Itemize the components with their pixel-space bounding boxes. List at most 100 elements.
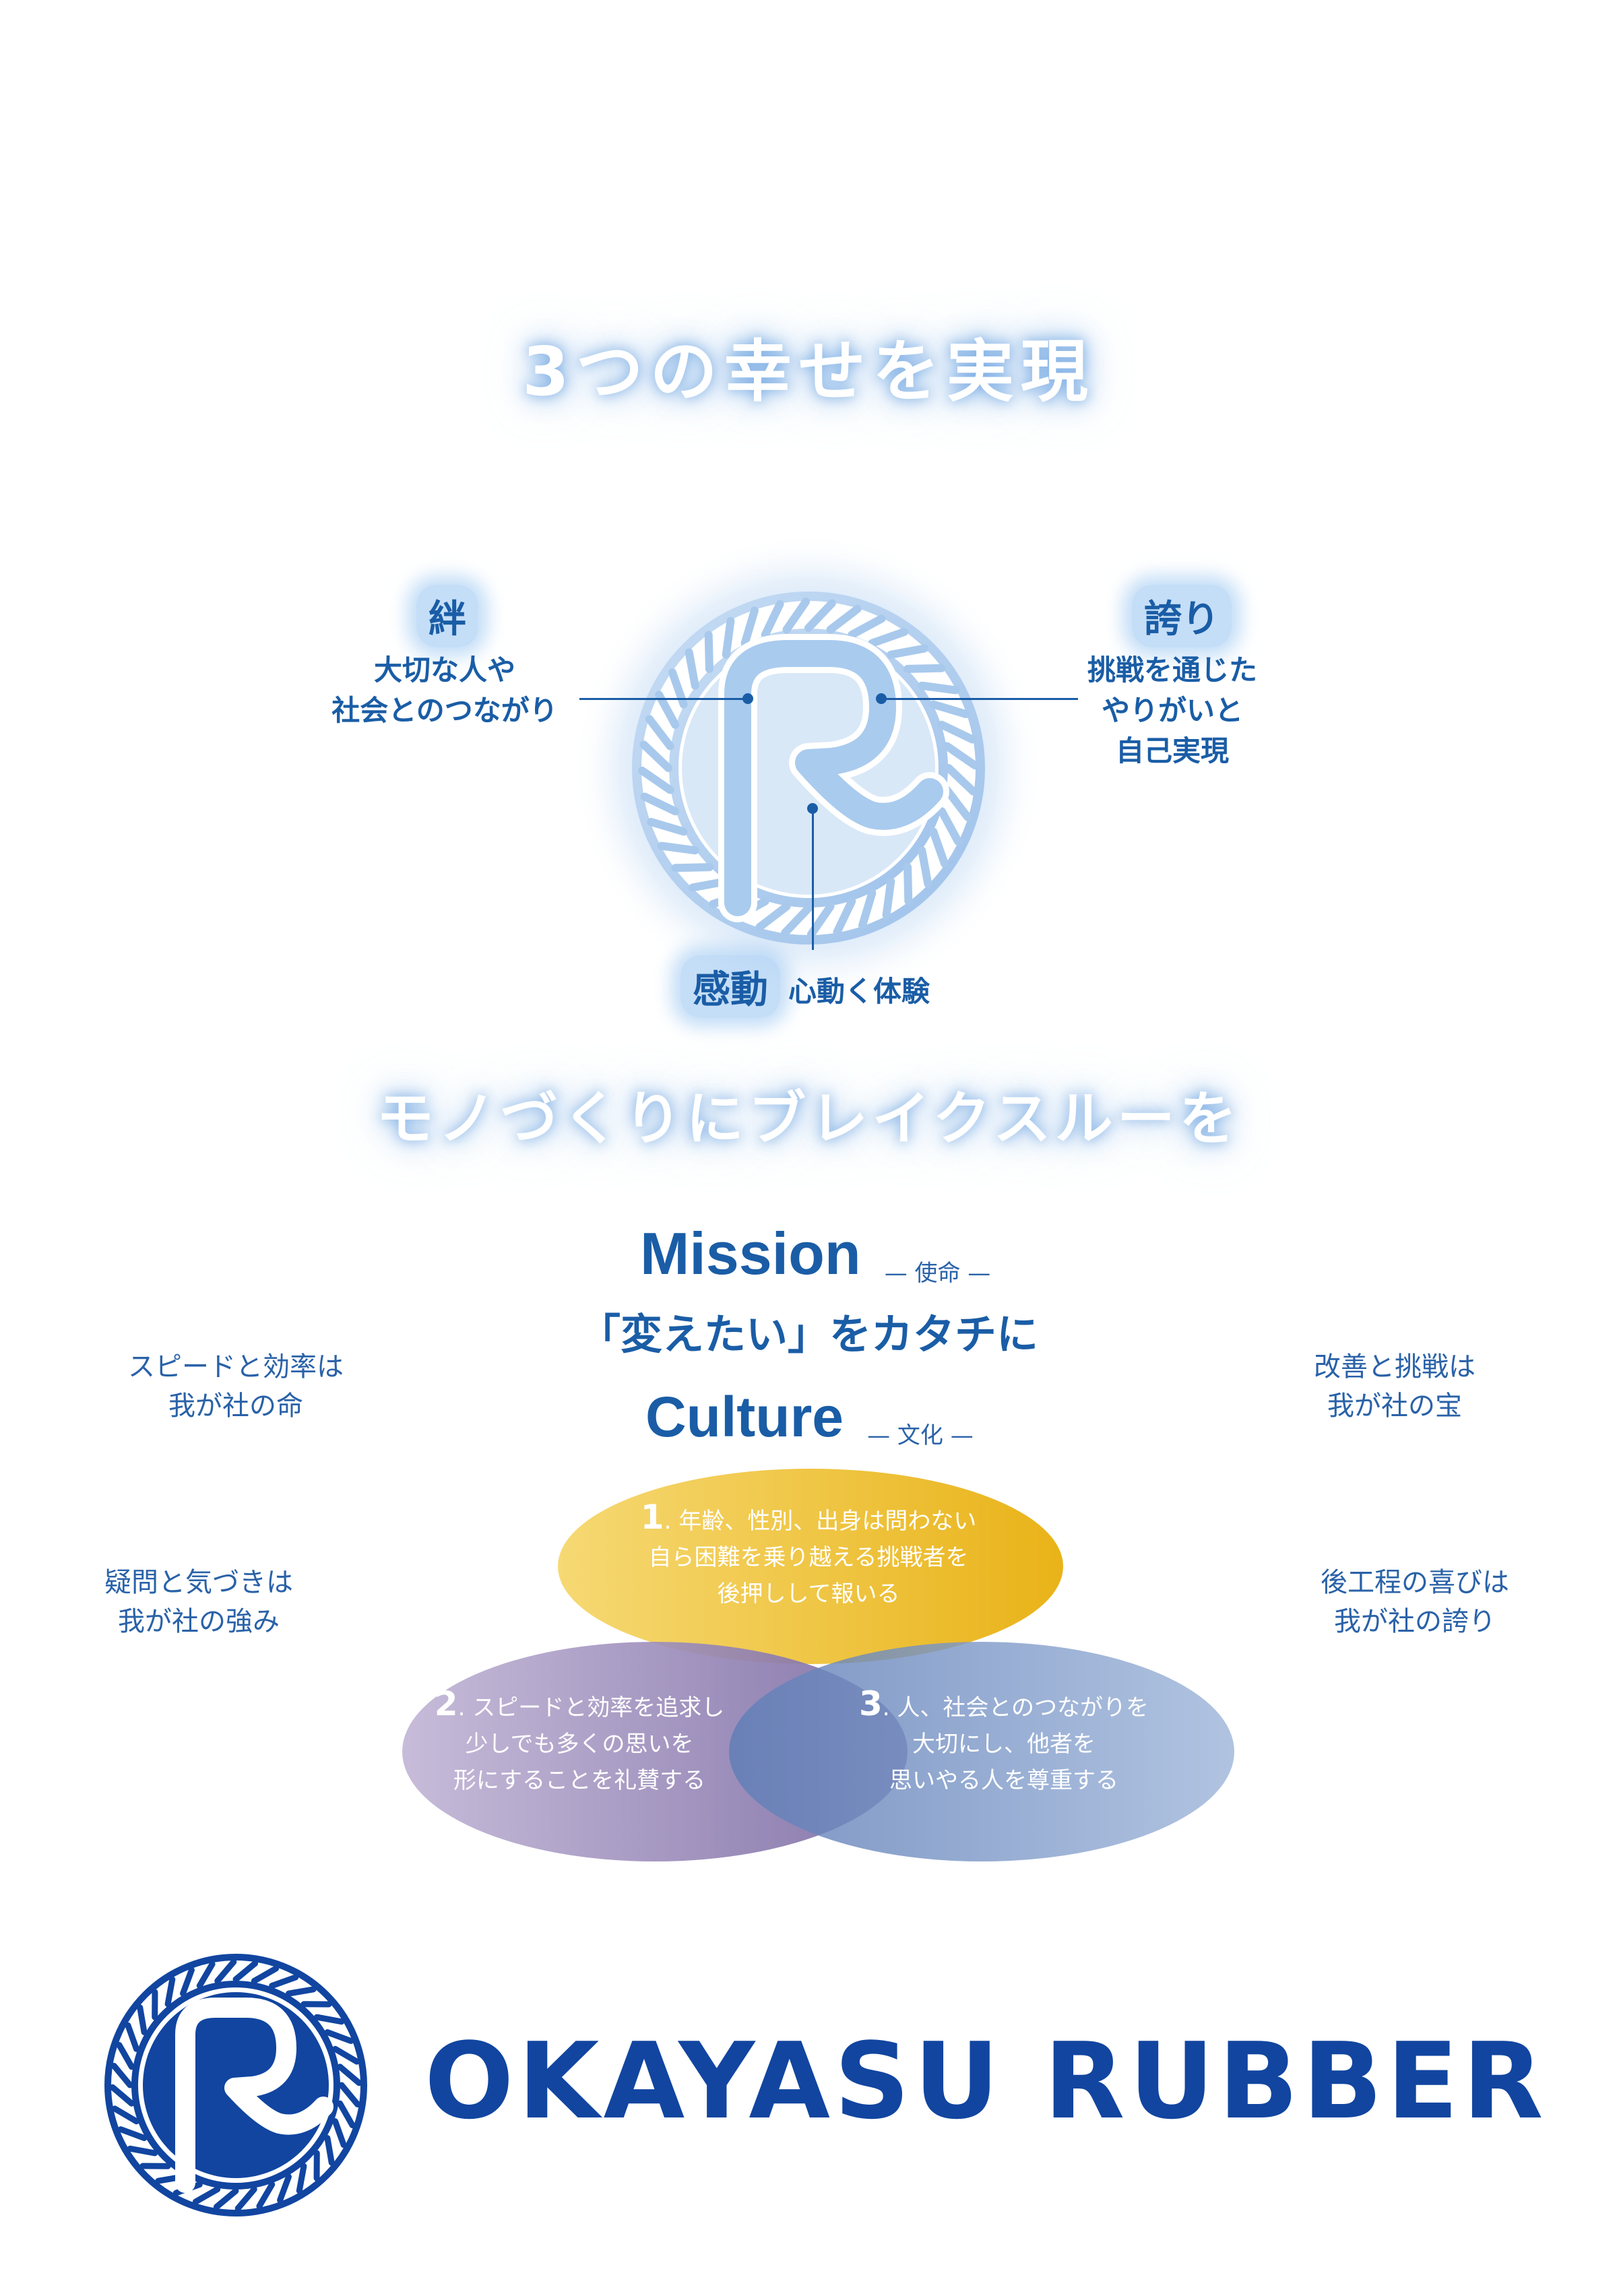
- okayasu-r-emblem-logo: [104, 1954, 367, 2217]
- rope-segment: [639, 740, 672, 772]
- rope-segment: [296, 2163, 307, 2194]
- rope-segment: [213, 2188, 239, 2210]
- brand-name: OKAYASU RUBBER: [424, 2020, 1548, 2142]
- slogan: モノづくりにブレイクスルーを: [376, 1085, 1241, 1153]
- culture-item-2-line3: 形にすることを礼賛する: [453, 1767, 706, 1794]
- rope-segment: [782, 598, 811, 634]
- rope-segment: [943, 786, 972, 821]
- rope-segment: [116, 2041, 135, 2070]
- rope-segment: [887, 644, 928, 659]
- rope-segment: [671, 863, 714, 872]
- rope-segment: [740, 606, 759, 647]
- rope-segment: [761, 600, 784, 639]
- rope-segment: [781, 904, 813, 937]
- venn-circle-1: [558, 1469, 1063, 1664]
- rope-segment: [945, 764, 978, 796]
- rope-segment: [882, 877, 895, 920]
- hokori-desc: 挑戦を通じた やりがいと 自己実現: [1011, 650, 1334, 771]
- culture-sub: — 文化 —: [867, 1422, 974, 1449]
- mission-sub: — 使命 —: [884, 1260, 991, 1287]
- hokori-line3: 自己実現: [1115, 734, 1229, 767]
- value-top-left: スピードと効率は 我が社の命: [74, 1347, 398, 1426]
- connector-hokori: [883, 698, 1078, 700]
- culture-item-1-line3: 後押しして報いる: [717, 1581, 900, 1607]
- rope-segment: [918, 846, 932, 888]
- kizuna-line2: 社会とのつながり: [331, 694, 558, 727]
- rope-segment: [137, 2004, 148, 2035]
- culture-item-3-line1: . 人、社会とのつながりを: [882, 1694, 1149, 1721]
- value-bottom-left: 疑問と気づきは 我が社の強み: [37, 1563, 360, 1641]
- value-top-right-line1: 改善と挑戦は: [1314, 1351, 1476, 1382]
- connector-dot-kizuna: [742, 693, 753, 704]
- rope-segment: [848, 614, 886, 639]
- rope-segment: [929, 700, 970, 718]
- rope-segment: [337, 2100, 356, 2129]
- kando-title: 感動: [680, 955, 780, 1018]
- value-top-left-line1: スピードと効率は: [128, 1351, 344, 1382]
- rope-segment: [256, 2181, 276, 2210]
- culture-title: Culture: [645, 1385, 844, 1448]
- rope-segment: [943, 742, 979, 770]
- hokori-title: 誇り: [1132, 585, 1232, 647]
- connector-kando: [812, 808, 814, 950]
- connector-dot-hokori: [876, 693, 887, 704]
- value-bottom-right: 後工程の喜びは 我が社の誇り: [1253, 1563, 1577, 1641]
- rope-segment: [164, 1976, 176, 2008]
- rope-segment: [868, 627, 909, 647]
- rope-segment: [277, 2173, 292, 2204]
- culture-item-2-line1: . スピードと効率を追求し: [457, 1694, 725, 1721]
- rope-segment: [332, 2045, 360, 2065]
- rope-segment: [269, 1974, 299, 1989]
- rope-segment: [338, 2082, 361, 2108]
- rope-segment: [127, 2145, 158, 2157]
- value-bottom-right-line1: 後工程の喜びは: [1321, 1567, 1509, 1598]
- culture-venn-diagram: [402, 1469, 1234, 1861]
- rope-segment: [286, 1986, 317, 1997]
- rope-segment: [858, 889, 877, 930]
- rope-segment: [937, 720, 977, 744]
- kizuna-desc: 大切な人や 社会とのつながり: [283, 650, 606, 731]
- rope-segment: [192, 2186, 221, 2205]
- rope-segment: [755, 902, 791, 932]
- rope-segment: [645, 715, 674, 751]
- rope-segment: [833, 897, 856, 936]
- mission-heading: Mission — 使命 —: [640, 1219, 1112, 1288]
- rope-segment: [214, 1958, 237, 1984]
- rope-segment: [110, 2062, 133, 2088]
- rope-segment: [918, 681, 960, 695]
- rope-segment: [111, 2105, 139, 2125]
- rope-segment: [234, 2186, 257, 2212]
- culture-item-3-number: 3: [858, 1684, 883, 1723]
- culture-heading: Culture — 文化 —: [645, 1384, 1117, 1450]
- connector-dot-kando: [807, 803, 818, 814]
- venn-circle-3: [729, 1642, 1234, 1861]
- culture-item-2-number: 2: [434, 1684, 458, 1723]
- rope-segment: [640, 792, 680, 816]
- rope-segment: [804, 599, 836, 632]
- value-bottom-right-line2: 我が社の誇り: [1334, 1606, 1496, 1637]
- rope-segment: [722, 616, 735, 659]
- connector-kizuna: [579, 698, 744, 700]
- kando-desc: 心動く体験: [788, 975, 930, 1008]
- rope-segment: [324, 2029, 354, 2044]
- culture-item-1-number: 1: [640, 1498, 664, 1537]
- rope-segment: [180, 1967, 195, 1997]
- rope-segment: [332, 2118, 347, 2148]
- rope-segment: [117, 2126, 148, 2141]
- kizuna-title: 絆: [416, 585, 478, 647]
- headline: 3つの幸せを実現: [522, 332, 1095, 411]
- culture-item-3: 3. 人、社会とのつながりを 大切にし、他者を 思いやる人を尊重する: [802, 1686, 1206, 1799]
- rope-segment: [638, 766, 674, 794]
- rope-segment: [826, 604, 862, 634]
- mission-statement: 「変えたい」をカタチに: [578, 1310, 1038, 1359]
- value-top-right: 改善と挑戦は 我が社の宝: [1233, 1347, 1556, 1426]
- culture-item-3-line3: 思いやる人を尊重する: [889, 1767, 1118, 1794]
- rope-segment: [232, 1960, 259, 1983]
- value-top-left-line2: 我が社の命: [168, 1391, 303, 1422]
- culture-item-1: 1. 年齢、性別、出身は問わない 自ら困難を乗り越える挑戦者を 後押しして報いる: [593, 1499, 1024, 1612]
- culture-item-1-line2: 自ら困難を乗り越える挑戦者を: [648, 1544, 969, 1571]
- culture-item-2-line2: 少しでも多くの思いを: [465, 1731, 694, 1758]
- hokori-line2: やりがいと: [1101, 694, 1243, 727]
- value-bottom-left-line2: 我が社の強み: [118, 1606, 280, 1637]
- rope-segment: [903, 664, 946, 673]
